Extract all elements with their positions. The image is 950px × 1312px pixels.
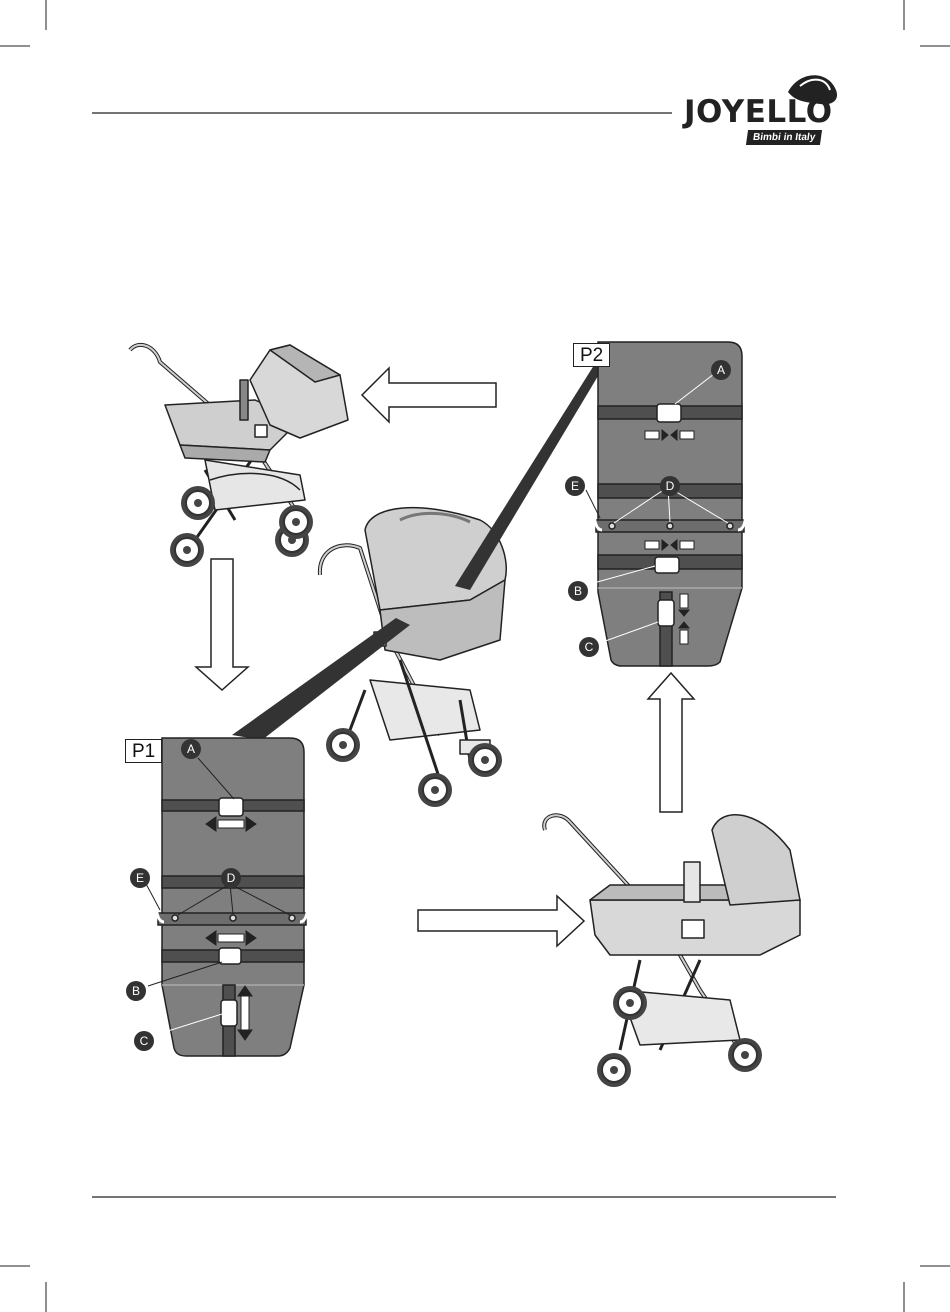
arrow-up-icon	[648, 673, 694, 812]
callout-b-p2: B	[568, 581, 588, 601]
callout-d-p2: D	[660, 476, 680, 496]
callout-e-p2: E	[565, 476, 585, 496]
callout-e-p1: E	[130, 868, 150, 888]
callout-c-p2: C	[579, 637, 599, 657]
callout-c-p1: C	[134, 1031, 154, 1051]
callout-b-p1: B	[126, 981, 146, 1001]
panel-label-p1: P1	[125, 739, 162, 763]
stroller-seat-mode	[130, 345, 348, 540]
callout-a-p2: A	[711, 360, 731, 380]
brand-tagline: Bimbi in Italy	[746, 130, 822, 145]
arrow-down-icon	[196, 559, 248, 690]
brand-logo: JOYELLO	[684, 97, 833, 128]
stroller-carrycot-mode	[544, 815, 800, 1050]
panel-label-p2: P2	[573, 343, 610, 367]
seat-panel-p1	[144, 738, 308, 1056]
arrow-left-icon	[362, 368, 496, 422]
seat-panel-p2	[586, 342, 746, 666]
callout-d-p1: D	[221, 868, 241, 888]
arrow-right-icon	[418, 896, 584, 946]
callout-a-p1: A	[181, 739, 201, 759]
